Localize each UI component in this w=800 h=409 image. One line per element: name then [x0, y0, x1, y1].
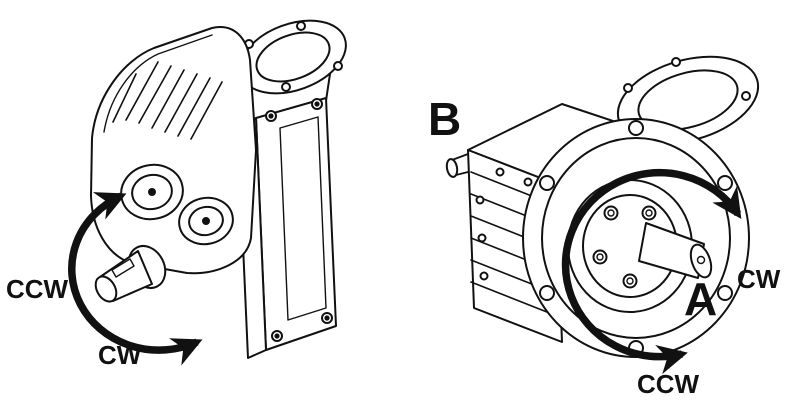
right-rotation-arrow-icon	[561, 168, 742, 375]
left-gear-unit-drawing	[68, 19, 347, 366]
left-cooling-fins	[112, 61, 223, 140]
left-gearcase	[90, 26, 257, 275]
left-cw-label: CW	[98, 340, 142, 370]
left-ccw-label: CCW	[6, 274, 69, 304]
right-gear-unit-drawing	[445, 55, 760, 375]
right-a-label: A	[684, 273, 718, 325]
left-rotation-arrow-icon	[68, 192, 203, 366]
right-ccw-label: CCW	[637, 369, 700, 399]
right-b-label: B	[428, 93, 462, 145]
left-input-flange	[239, 19, 347, 129]
right-cw-label: CW	[737, 264, 781, 294]
